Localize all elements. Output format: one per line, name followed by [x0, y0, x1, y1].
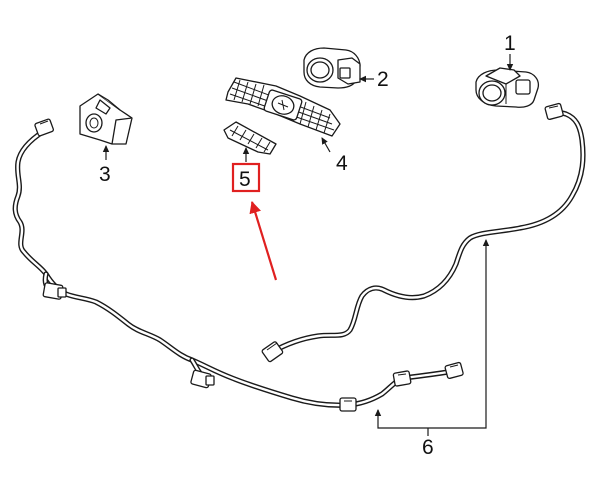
- red-pointer-arrow: [249, 201, 278, 281]
- harness-connector-top-left: [34, 118, 54, 137]
- callout-2: 2: [377, 68, 389, 91]
- callout-4: 4: [336, 152, 348, 175]
- harness-connector-center: [261, 341, 284, 363]
- leader-lines: [102, 54, 514, 436]
- grille-insert: [223, 121, 277, 155]
- harness-connector-top-right: [544, 102, 564, 121]
- wiring-harness: [12, 102, 586, 412]
- callout-3: 3: [99, 163, 111, 186]
- parking-sensor-right: [475, 67, 540, 108]
- harness-connector-lower-left: [190, 369, 215, 389]
- harness-connector-bottom-right-b: [444, 361, 464, 380]
- callout-6: 6: [422, 436, 434, 459]
- harness-connector-left: [42, 282, 67, 300]
- harness-connector-bottom-right-a: [392, 370, 412, 387]
- highlight-box: [231, 162, 261, 193]
- harness-connector-bottom: [339, 397, 357, 412]
- sensor-bracket: [79, 93, 133, 145]
- parking-sensor-middle: [303, 47, 361, 89]
- callout-5: 5: [239, 168, 251, 191]
- front-grille: [225, 77, 341, 137]
- highlight-annotation: [231, 162, 278, 281]
- callout-1: 1: [504, 32, 516, 55]
